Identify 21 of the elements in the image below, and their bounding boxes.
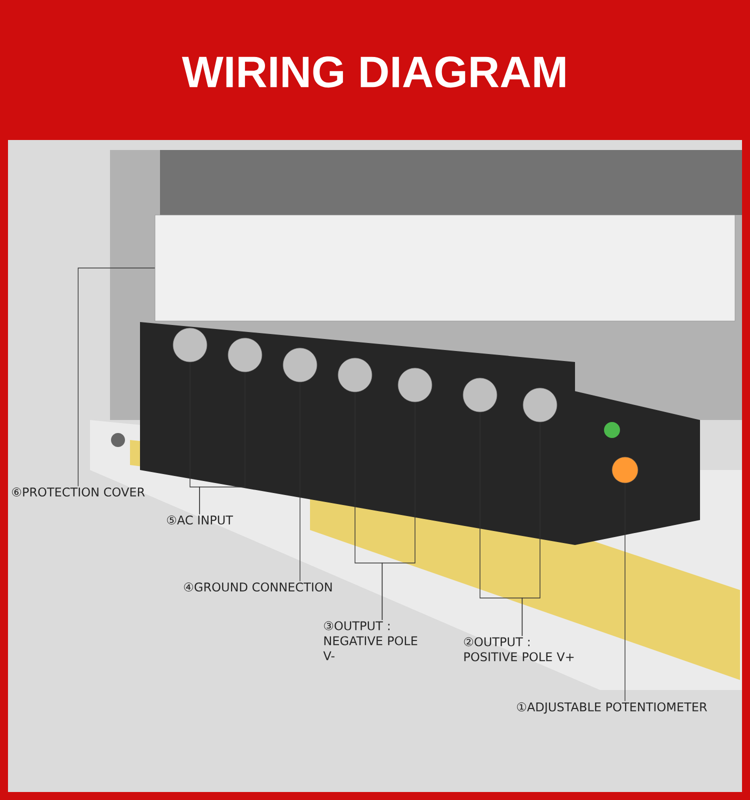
part-label: ④GROUND CONNECTION <box>184 582 332 592</box>
part-label: ③OUTPUT : NEGATIVE POLE V- <box>323 621 418 660</box>
leader-line <box>382 402 416 620</box>
leader-line <box>78 268 156 487</box>
potentiometer <box>612 456 638 484</box>
terminal-screw <box>228 338 262 372</box>
part-label: ⑤AC INPUT <box>167 515 234 525</box>
terminal-screw <box>462 378 498 412</box>
terminal-screw <box>172 328 208 362</box>
leader-line <box>199 372 246 515</box>
part-label: ⑥PROTECTION COVER <box>12 487 145 497</box>
part-label: ①ADJUSTABLE POTENTIOMETER <box>517 702 707 714</box>
terminal-screw <box>522 388 558 422</box>
terminal-screw <box>282 348 318 382</box>
terminal-screw <box>338 358 372 392</box>
leader-line <box>624 482 626 702</box>
terminal-screw <box>398 368 432 402</box>
title: WIRING DIAGRAM <box>182 56 566 88</box>
leader-line <box>522 422 540 636</box>
protection-cover <box>154 214 736 322</box>
part-label: ②OUTPUT : POSITIVE POLE V+ <box>464 637 574 662</box>
